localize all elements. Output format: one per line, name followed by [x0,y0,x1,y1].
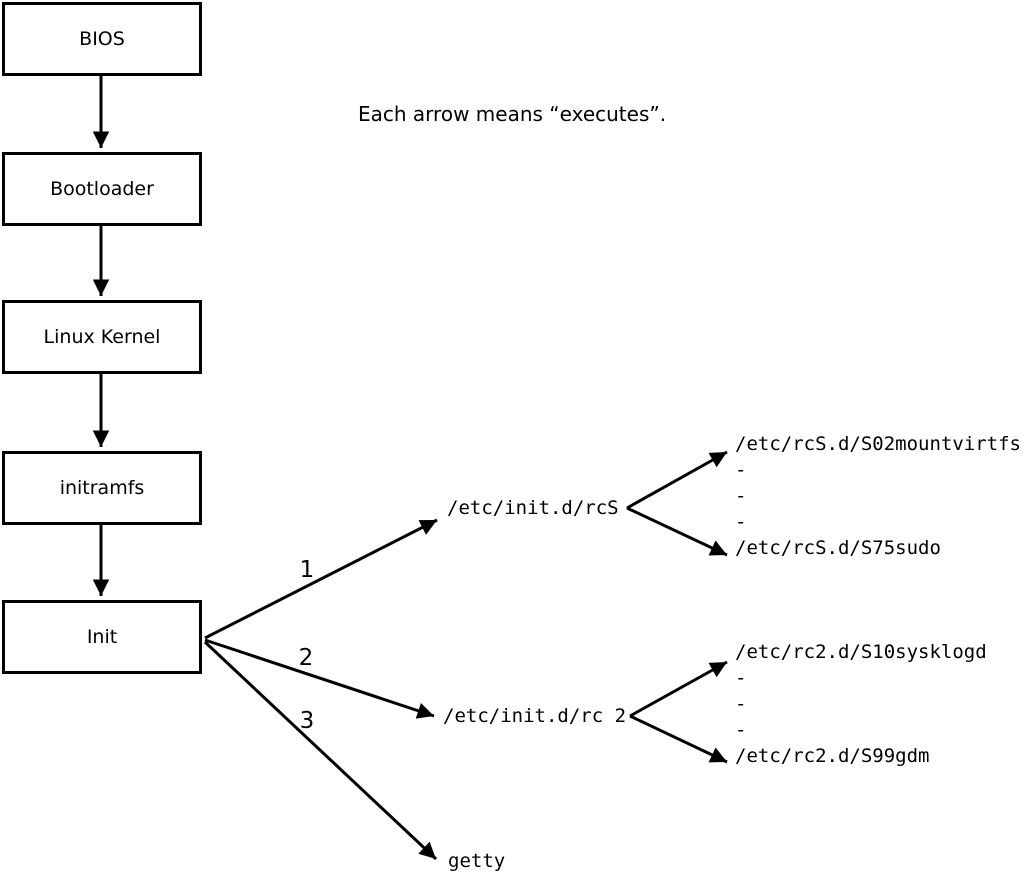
node-rc2-label: /etc/init.d/rc 2 [443,705,627,727]
box-initramfs: initramfs [2,451,202,525]
list-item: - [735,719,747,741]
edge-label-3: 3 [299,708,315,734]
list-item: /etc/rc2.d/S99gdm [735,745,930,767]
node-getty-label: getty [448,850,506,872]
list-item: - [735,511,747,533]
box-bios-label: BIOS [79,28,125,50]
node-rcs-label: /etc/init.d/rcS [447,497,619,519]
box-bootloader-label: Bootloader [50,178,154,200]
list-item: /etc/rc2.d/S10sysklogd [735,641,987,663]
box-init-label: Init [86,626,118,648]
arrow-init-rc2 [204,638,435,719]
box-bios: BIOS [2,2,202,76]
arrow-init-getty [203,640,438,861]
arrow-rcs-s02mountvirtfs [626,450,728,510]
list-item: - [735,459,747,481]
arrow-rcs-s75sudo [626,506,728,557]
script-list-rcs: /etc/rcS.d/S02mountvirtfs - - - /etc/rcS… [735,431,1021,561]
box-initramfs-label: initramfs [59,477,145,499]
list-item: - [735,667,747,689]
box-linux-kernel: Linux Kernel [2,300,202,374]
list-item: /etc/rcS.d/S75sudo [735,537,941,559]
arrow-init-rcs [204,518,438,640]
caption: Each arrow means “executes”. [358,102,667,126]
list-item: - [735,693,747,715]
edge-label-1: 1 [299,557,315,583]
script-list-rc2: /etc/rc2.d/S10sysklogd - - - /etc/rc2.d/… [735,639,987,769]
arrow-rc2-s99gdm [629,714,728,764]
box-linux-kernel-label: Linux Kernel [43,326,161,348]
arrow-rc2-s10sysklogd [629,660,728,718]
list-item: /etc/rcS.d/S02mountvirtfs [735,433,1021,455]
box-init: Init [2,600,202,674]
list-item: - [735,485,747,507]
box-bootloader: Bootloader [2,152,202,226]
edge-label-2: 2 [298,645,314,671]
